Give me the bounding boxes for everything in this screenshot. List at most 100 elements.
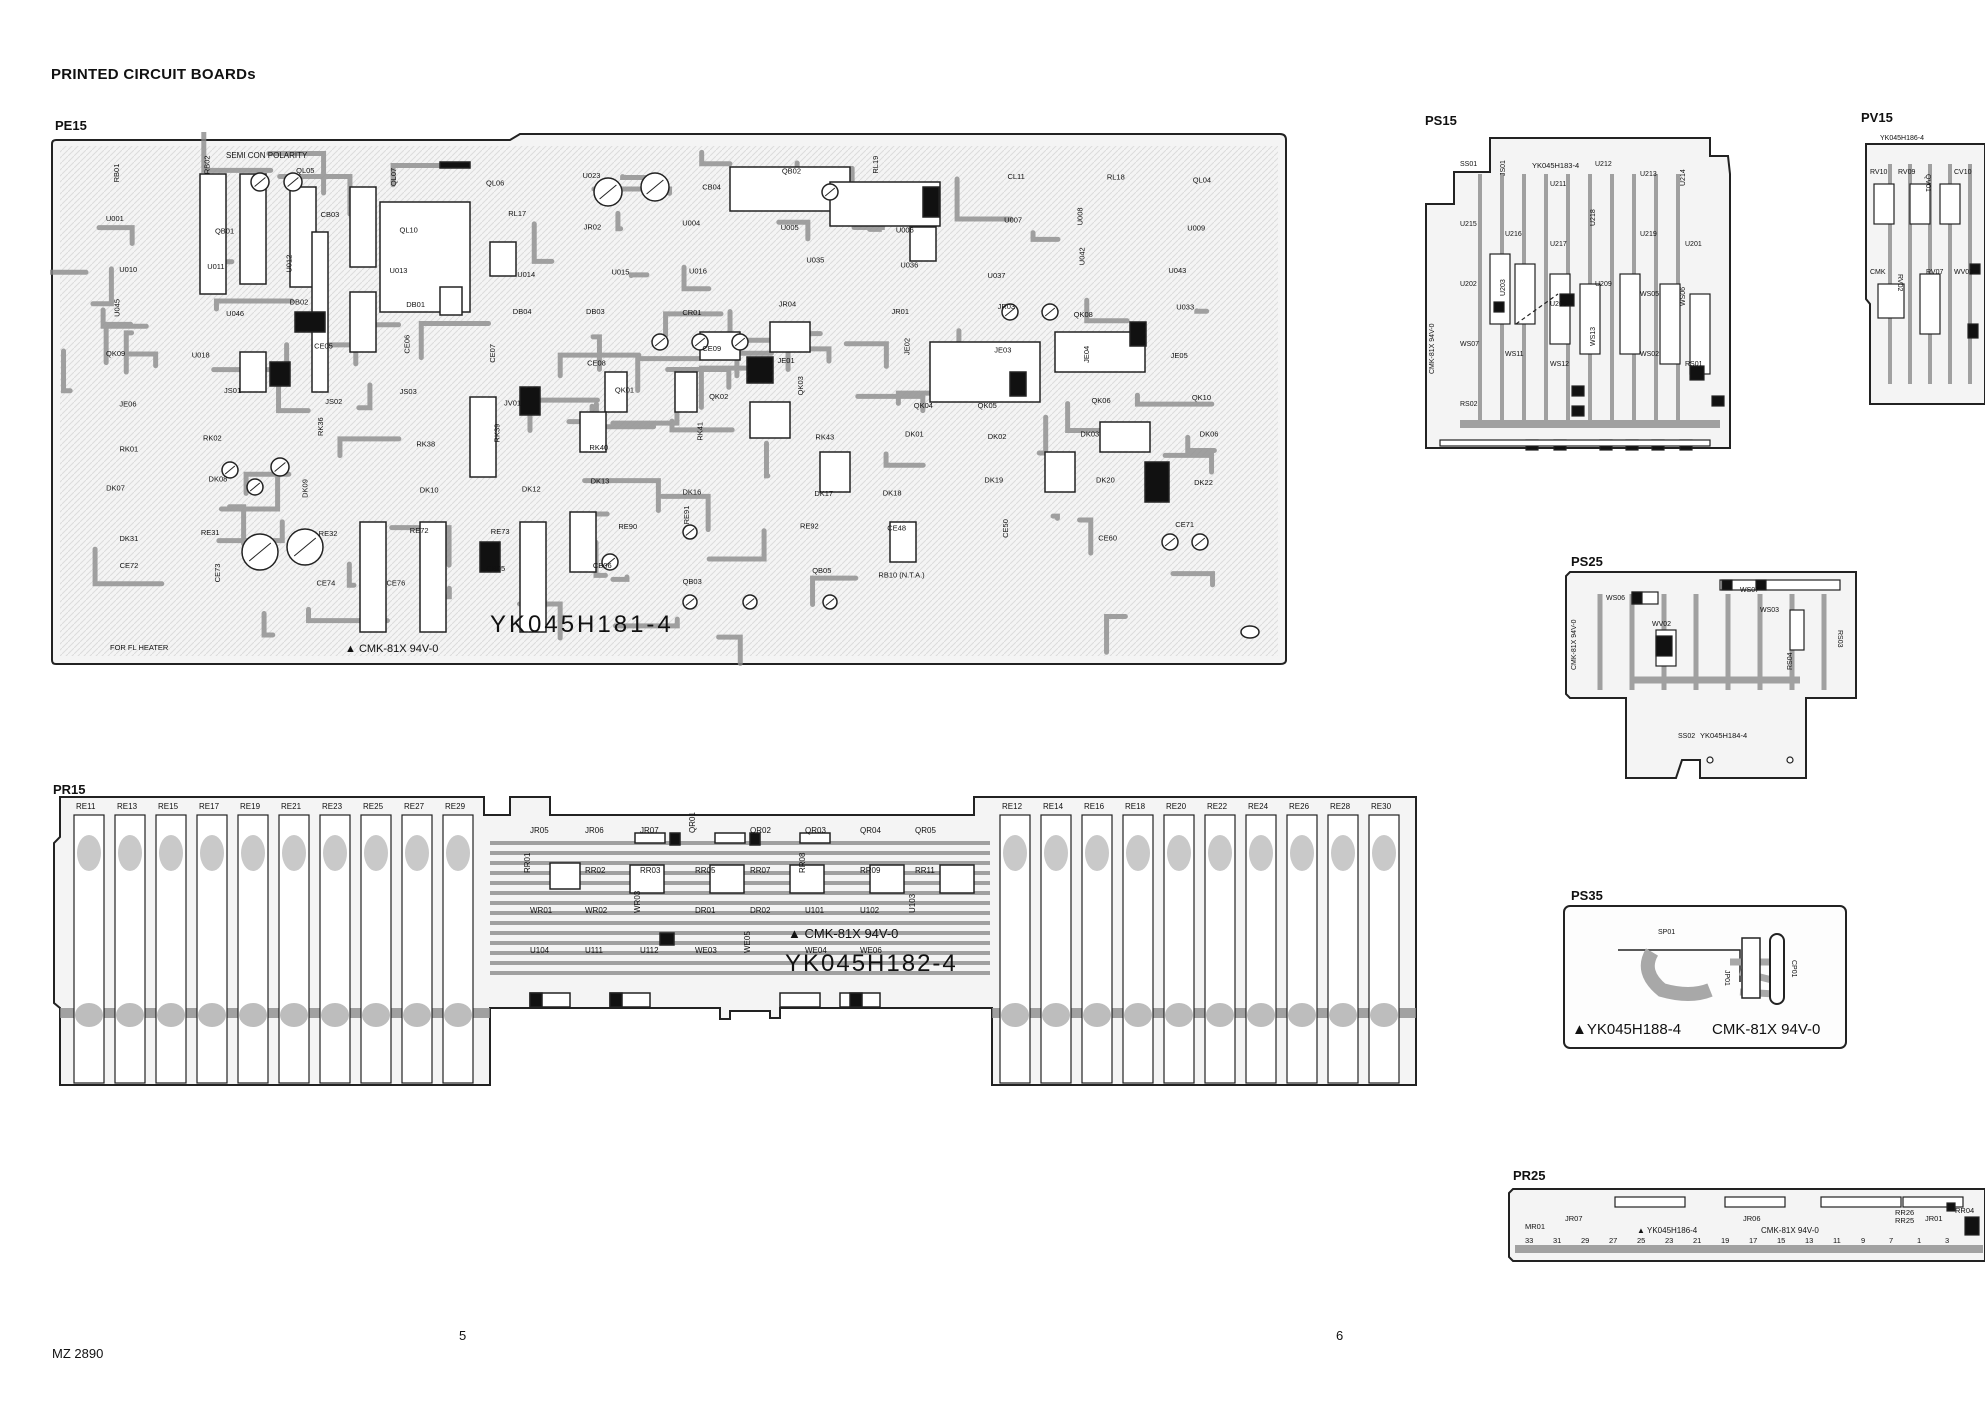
column-header: RE17 xyxy=(199,802,220,811)
ic-chip xyxy=(1549,273,1571,345)
component-label: CB06 xyxy=(593,561,612,570)
pin-number: 17 xyxy=(1749,1236,1757,1245)
component-label: RK39 xyxy=(493,424,502,443)
component-label: CB03 xyxy=(321,210,340,219)
component-label: CE76 xyxy=(387,578,406,587)
component-label: JR07 xyxy=(1565,1214,1583,1223)
column-header: RE20 xyxy=(1166,802,1187,811)
component-label: RE31 xyxy=(201,528,220,537)
component-label: U218 xyxy=(1590,209,1597,226)
pin-number: 19 xyxy=(1721,1236,1729,1245)
connector-pad xyxy=(1711,395,1725,407)
ic-chip xyxy=(629,864,665,894)
component-label: RE90 xyxy=(618,522,637,531)
ic-chip xyxy=(359,521,387,633)
ps15-part-number: YK045H183-4 xyxy=(1532,161,1579,170)
board-ps35: SP01 JP01 CP01 ▲YK045H188-4 CMK-81X 94V-… xyxy=(1563,905,1847,1049)
ic-chip xyxy=(1919,273,1941,335)
pin-number: 33 xyxy=(1525,1236,1533,1245)
connector-pad xyxy=(749,832,761,846)
ic-chip xyxy=(419,521,447,633)
component-label: DK06 xyxy=(1200,430,1219,439)
ps15-material: CMK-81X 94V-0 xyxy=(1429,323,1436,374)
component-label: DK16 xyxy=(683,488,702,497)
component-label: WS12 xyxy=(1550,361,1569,368)
ic-chip xyxy=(709,864,745,894)
pe15-part-number: YK045H181-4 xyxy=(490,611,674,638)
component-label: QL07 xyxy=(389,168,398,186)
component-label: RK01 xyxy=(119,444,138,453)
model-number: MZ 2890 xyxy=(52,1346,104,1361)
component-label: DK10 xyxy=(420,486,439,495)
connector-pad xyxy=(439,161,471,169)
page-number-left: 5 xyxy=(459,1328,467,1343)
column-header: RE29 xyxy=(445,802,466,811)
component-label: RL17 xyxy=(508,209,526,218)
component-label: JE01 xyxy=(778,356,795,365)
component-label: U102 xyxy=(860,906,880,915)
component-label: CE60 xyxy=(1098,533,1117,542)
ic-chip xyxy=(549,862,581,890)
ic-chip xyxy=(239,173,267,285)
component-label: RR25 xyxy=(1895,1216,1914,1225)
connector-pad xyxy=(849,992,863,1008)
component-label: WS05 xyxy=(1640,291,1659,298)
component-label: RR08 xyxy=(798,852,807,873)
component-label: QB01 xyxy=(215,227,234,236)
connector-pad xyxy=(1969,263,1981,275)
component-label: DB03 xyxy=(586,307,605,316)
component-label: U015 xyxy=(611,268,629,277)
connector-pad xyxy=(479,541,501,573)
pin-number: 23 xyxy=(1665,1236,1673,1245)
connector-pad xyxy=(746,356,774,384)
component-label: U005 xyxy=(781,223,799,232)
ic-chip xyxy=(1939,183,1961,225)
pr25-material: CMK-81X 94V-0 xyxy=(1761,1226,1819,1235)
component-label: WR01 xyxy=(530,906,553,915)
component-label: WR02 xyxy=(585,906,608,915)
ps35-part-number: ▲YK045H188-4 xyxy=(1572,1021,1681,1038)
board-label-pr15: PR15 xyxy=(53,782,86,797)
component-label: SS02 xyxy=(1678,733,1695,740)
ic-chip xyxy=(1614,1196,1686,1208)
component-label: WE06 xyxy=(860,946,882,955)
ic-chip xyxy=(1044,451,1076,493)
component-label: JR04 xyxy=(779,300,797,309)
component-label: U018 xyxy=(192,351,210,360)
pe15-heater-note: FOR FL HEATER xyxy=(110,643,169,652)
component-label: RL18 xyxy=(1107,172,1125,181)
component-label: QR02 xyxy=(750,826,771,835)
ic-chip xyxy=(349,186,377,268)
component-label: U045 xyxy=(112,299,121,317)
component-label: JR06 xyxy=(585,826,604,835)
ic-chip xyxy=(1789,609,1805,651)
ic-chip xyxy=(1579,283,1601,355)
column-header: RE25 xyxy=(363,802,384,811)
component-label: DK19 xyxy=(984,476,1003,485)
connector-pad xyxy=(529,992,543,1008)
component-label: JR01 xyxy=(891,307,909,316)
component-label: U205 xyxy=(1550,301,1567,308)
component-label: U217 xyxy=(1550,241,1567,248)
ps35-label-sp01: SP01 xyxy=(1658,929,1675,936)
component-label: DK12 xyxy=(522,484,541,493)
ic-chip xyxy=(519,521,547,633)
component-label: WS03 xyxy=(1760,607,1779,614)
component-label: U043 xyxy=(1168,266,1186,275)
component-label: CE08 xyxy=(587,358,606,367)
pin-number: 27 xyxy=(1609,1236,1617,1245)
ic-chip xyxy=(779,992,821,1008)
component-label: U014 xyxy=(517,270,535,279)
component-label: RB01 xyxy=(112,164,121,183)
component-label: JE05 xyxy=(1171,351,1188,360)
component-label: CE50 xyxy=(1001,519,1010,538)
component-label: QR03 xyxy=(805,826,826,835)
ic-chip xyxy=(349,291,377,353)
component-label: RK43 xyxy=(815,433,834,442)
component-label: DB04 xyxy=(513,307,532,316)
component-label: U036 xyxy=(900,260,918,269)
component-label: RR05 xyxy=(695,866,716,875)
